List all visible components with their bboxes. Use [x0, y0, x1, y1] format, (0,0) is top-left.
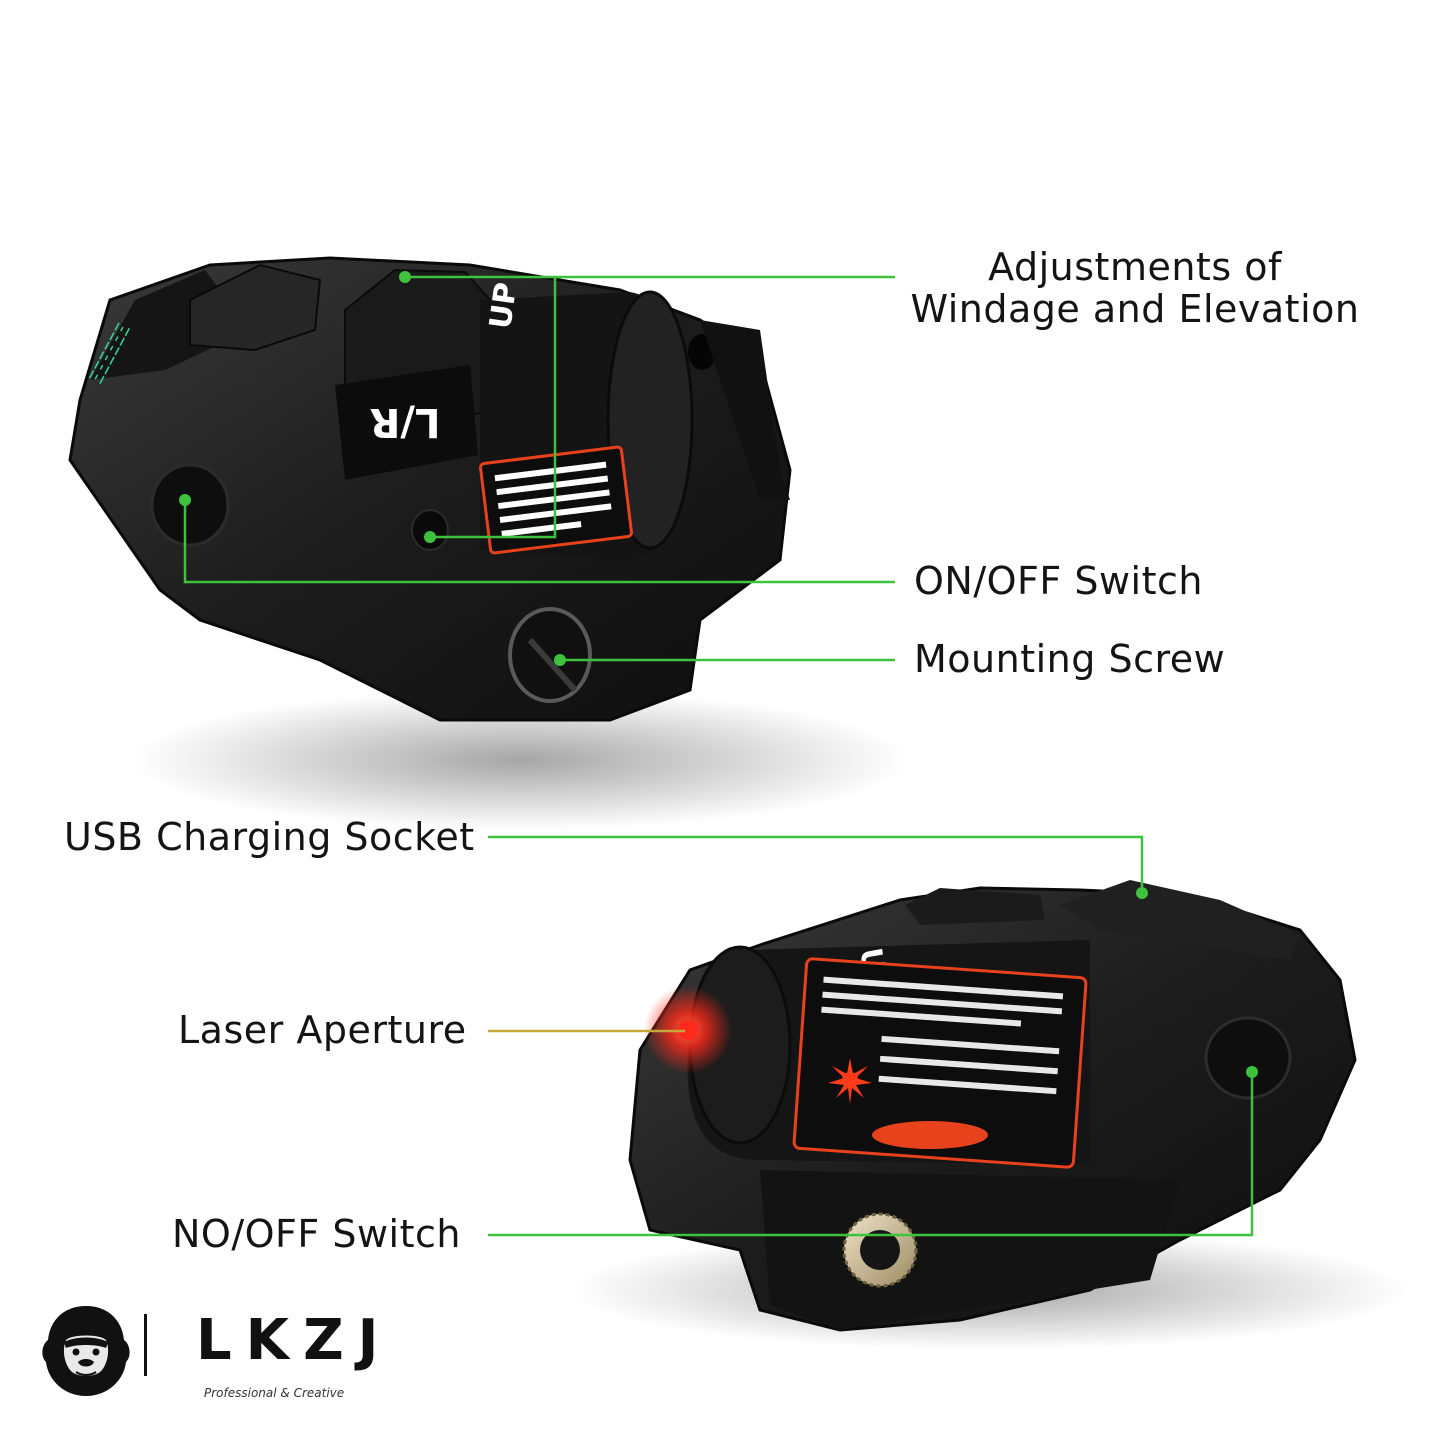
callout-adjustments-line2: Windage and Elevation [910, 287, 1360, 331]
callout-adjustments-line1: Adjustments of [988, 245, 1282, 289]
callout-on-off-switch: ON/OFF Switch [914, 559, 1203, 603]
callout-no-off-switch: NO/OFF Switch [172, 1212, 461, 1256]
gorilla-logo-icon [42, 1306, 130, 1396]
callout-adjustments: Adjustments of Windage and Elevation [900, 246, 1370, 330]
brand-logo: LKZJ Professional & Creative [36, 1300, 379, 1400]
callout-mounting-screw: Mounting Screw [914, 637, 1226, 681]
callout-laser-aperture: Laser Aperture [178, 1008, 467, 1052]
brand-name: LKZJ [196, 1308, 393, 1373]
brand-tagline: Professional & Creative [204, 1386, 345, 1400]
laser-sight-top-view: ΞΞΞΞΞΞ L/R UP [68, 256, 910, 830]
callout-dots [179, 271, 1258, 1078]
callout-usb-socket: USB Charging Socket [64, 815, 475, 859]
lr-marking: L/R [370, 399, 441, 445]
brand-divider [144, 1314, 147, 1376]
up-marking: UP [483, 280, 524, 331]
callout-lines [183, 275, 1254, 1237]
laser-sight-front-view: UP [570, 880, 1410, 1350]
